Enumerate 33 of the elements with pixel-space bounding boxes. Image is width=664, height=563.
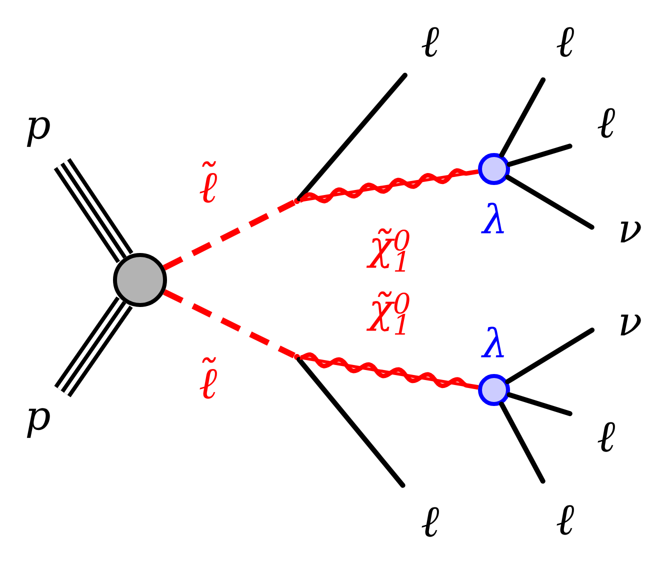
particle-label: p <box>26 408 50 438</box>
edge-label: ℓ̃ <box>200 357 217 399</box>
particle-label: ν <box>620 314 641 336</box>
wavy-line <box>300 352 479 390</box>
dashed-line <box>162 200 296 271</box>
particle-label: ℓ <box>556 27 574 57</box>
coupling-label: λ <box>481 326 504 358</box>
particle-label: p <box>26 117 50 147</box>
particle-label: ℓ <box>556 505 574 535</box>
triple-line <box>54 158 134 264</box>
vertex-circle <box>478 374 510 406</box>
interaction-blob <box>113 253 167 307</box>
edge-label: χ̃$^{0}$1 <box>366 228 410 272</box>
wavy-line <box>299 168 479 204</box>
triple-line <box>54 296 133 398</box>
line <box>506 144 572 167</box>
line <box>506 392 572 416</box>
edge-label: ℓ̃ <box>200 161 217 203</box>
dashed-line <box>162 289 296 358</box>
line <box>499 402 546 484</box>
vertex-circle <box>478 153 510 185</box>
particle-label: ℓ <box>422 507 439 537</box>
line <box>505 174 594 230</box>
particle-label: ℓ <box>598 422 615 452</box>
edge-label: χ̃$^{0}$1 <box>366 291 410 335</box>
coupling-label: λ <box>481 202 504 234</box>
line <box>296 72 408 202</box>
particle-label: ν <box>620 222 641 242</box>
line <box>499 77 546 158</box>
line <box>505 328 595 384</box>
particle-label: ℓ <box>598 108 615 138</box>
line <box>296 356 406 488</box>
particle-label: ℓ <box>422 27 439 57</box>
